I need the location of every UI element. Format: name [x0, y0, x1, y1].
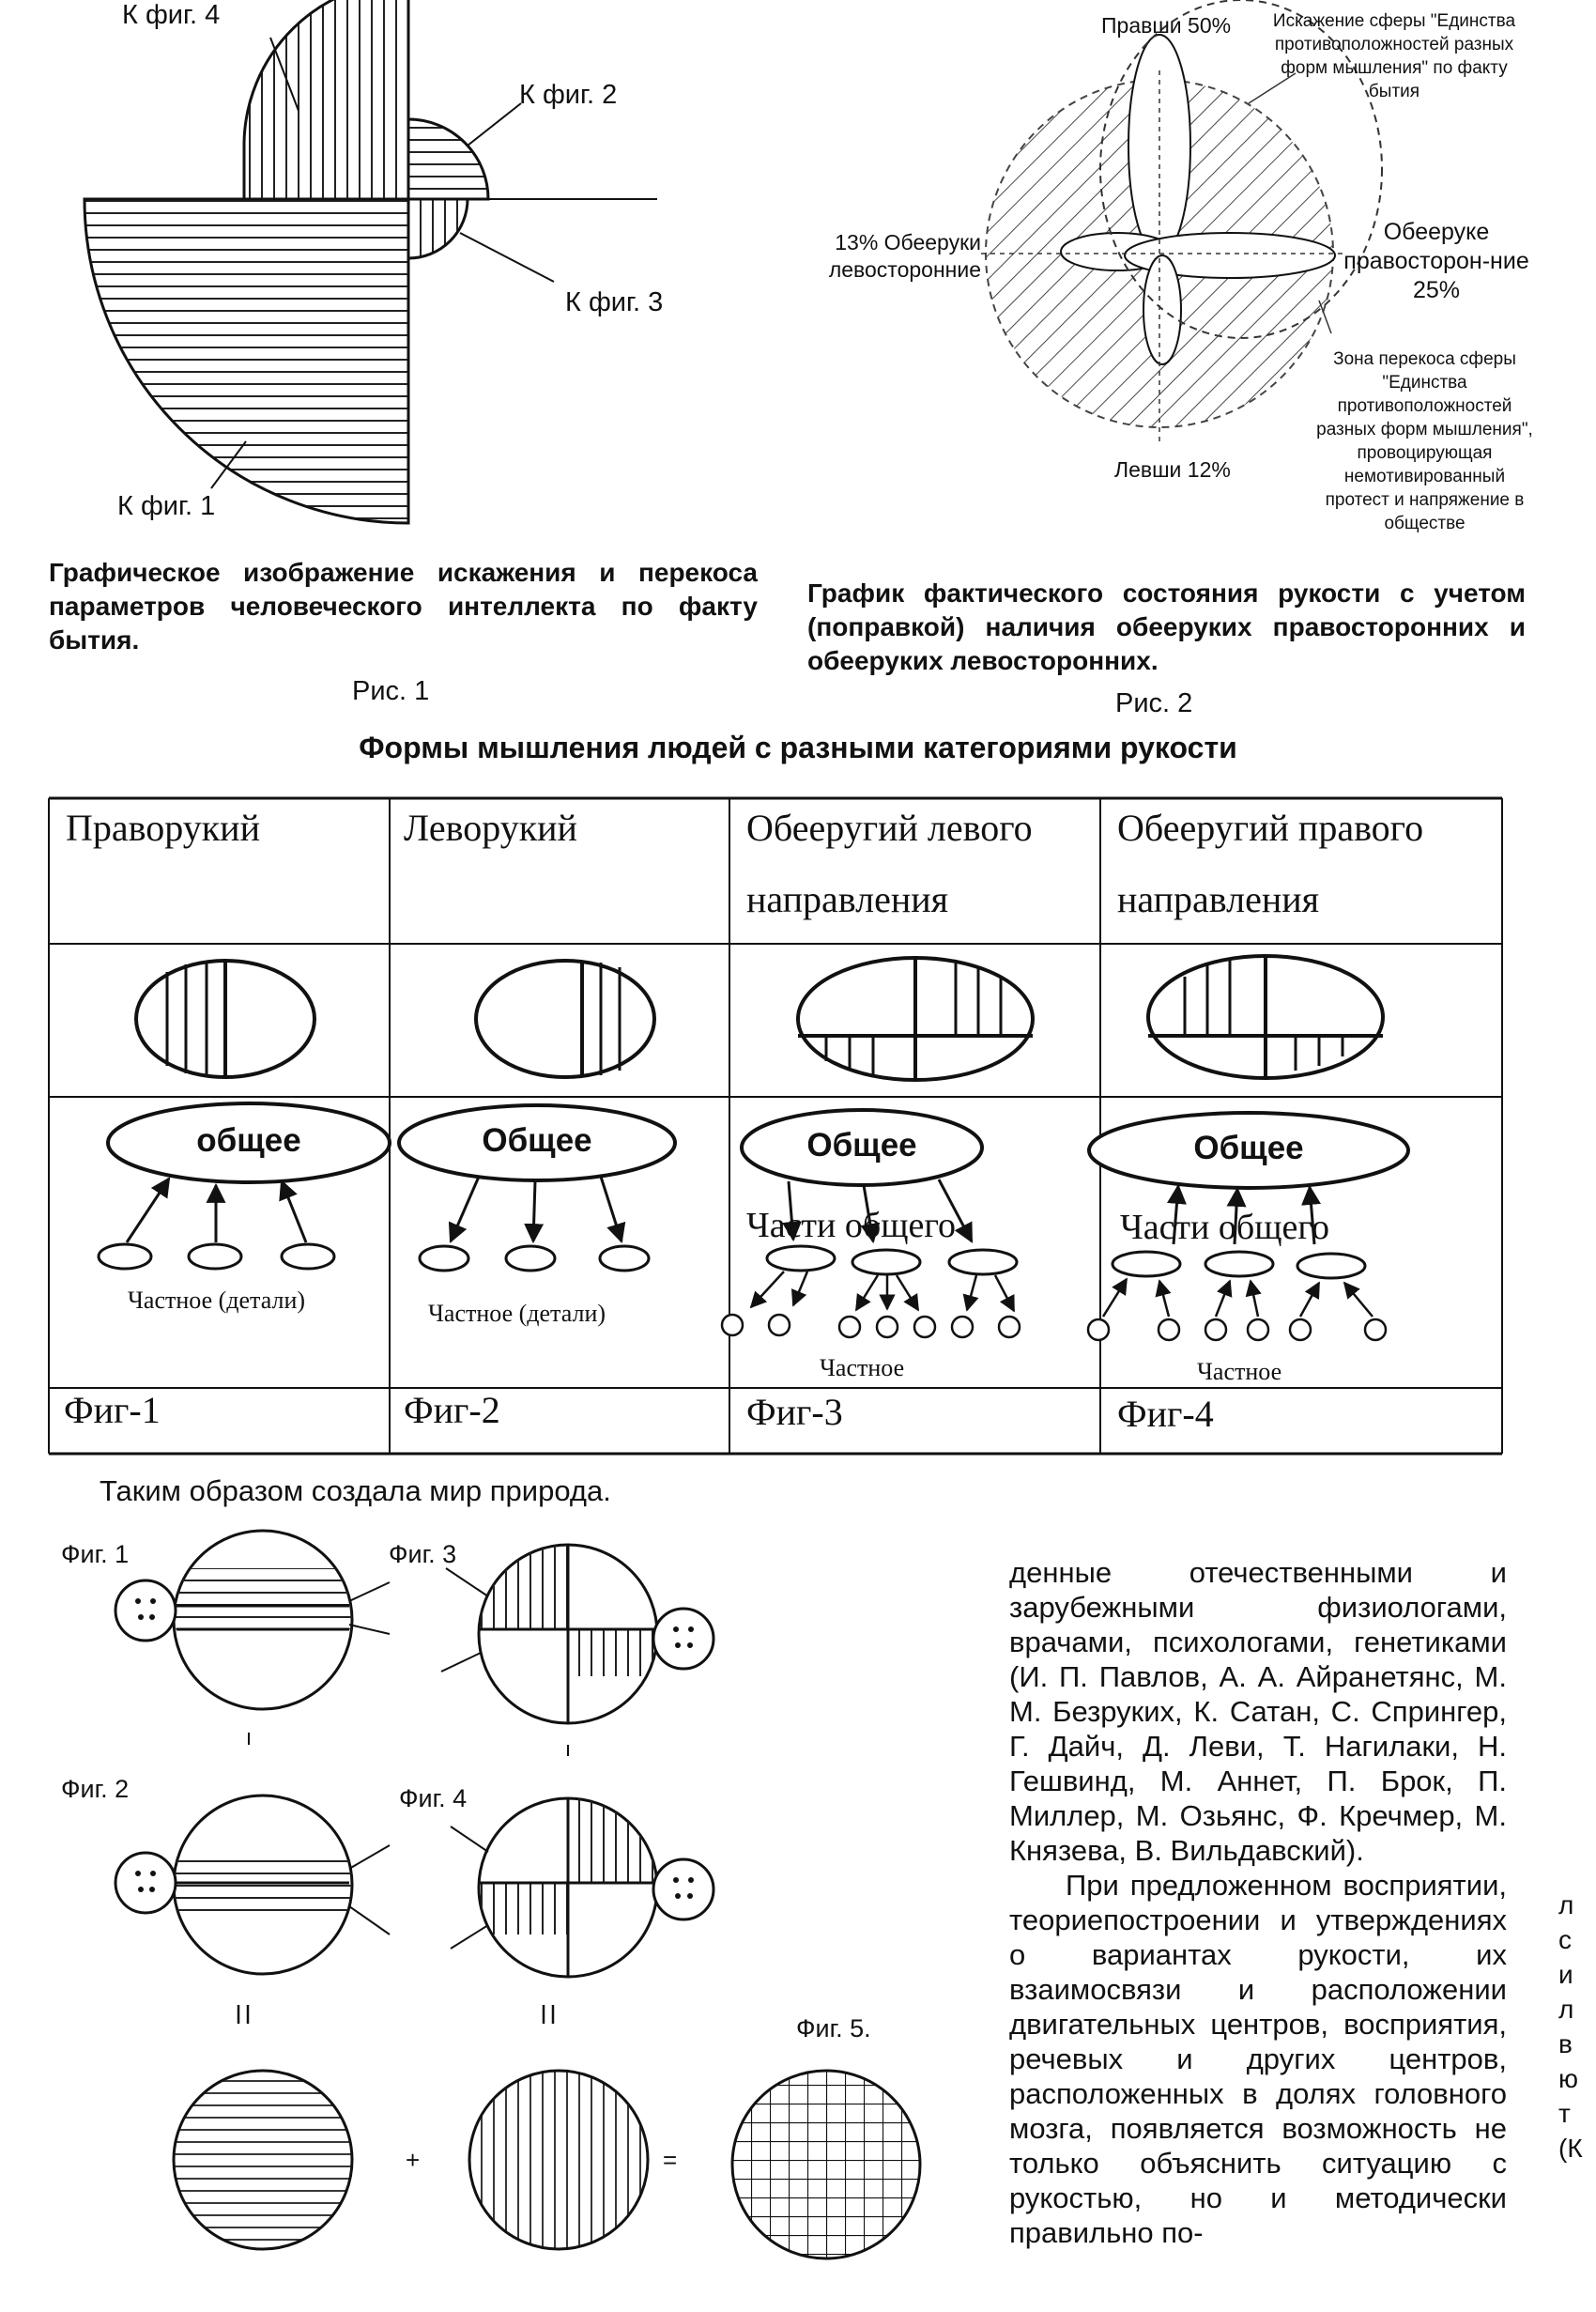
- thus-text: Таким образом создала мир природа.: [100, 1474, 611, 1508]
- fig-label-2: Фиг-2: [404, 1388, 500, 1432]
- quadrant-fig4: [244, 0, 408, 199]
- fig2-zone-note: Зона перекоса сферы "Единства противопол…: [1314, 347, 1535, 535]
- header-ambi-left: Обееругий левого направления: [746, 793, 1108, 935]
- fig2-right-handed: Правши 50%: [1101, 13, 1231, 39]
- general-label-4: Общее: [1178, 1130, 1319, 1167]
- header-right-handed: Праворукий: [66, 793, 385, 864]
- general-label-1: общее: [178, 1122, 319, 1160]
- fig1-label-fig2: К фиг. 2: [519, 80, 617, 111]
- plus-sign: +: [406, 2146, 420, 2175]
- small-fig5-label: Фиг. 5.: [796, 2014, 871, 2043]
- fig2-left-handed: Левши 12%: [1114, 457, 1231, 483]
- particular-details-1: Частное (детали): [128, 1287, 305, 1315]
- header-left-handed: Леворукий: [404, 793, 723, 864]
- fig1-caption: Графическое изображение искажения и пере…: [49, 556, 758, 657]
- equals-sign: =: [663, 2146, 677, 2175]
- table-title: Формы мышления людей с разными категория…: [0, 731, 1596, 765]
- small-fig2-label: Фиг. 2: [61, 1775, 129, 1804]
- fig1-label-fig4: К фиг. 4: [122, 0, 220, 31]
- fig2-caption: График фактического состояния рукости с …: [807, 577, 1526, 678]
- fig-label-4: Фиг-4: [1117, 1392, 1214, 1436]
- particular-details-2: Частное (детали): [428, 1300, 606, 1328]
- fig-label-3: Фиг-3: [746, 1390, 843, 1434]
- fig1-label-fig1: К фиг. 1: [117, 491, 215, 522]
- adjacent-page-fragment: л с и л в ю т (К: [1558, 1888, 1596, 2166]
- particular-3: Частное: [820, 1354, 904, 1382]
- quadrant-fig2: [408, 119, 488, 199]
- fig2-ambi-left: 13% Обееруки левосторонние: [812, 229, 981, 284]
- body-paragraph-1: денные отечественными и зарубежными физи…: [1009, 1555, 1507, 1868]
- header-ambi-right: Обееругий правого направления: [1117, 793, 1497, 935]
- small-fig4-label: Фиг. 4: [399, 1784, 467, 1813]
- particular-4: Частное: [1197, 1358, 1281, 1386]
- parts-label-3: Части общего: [746, 1205, 956, 1246]
- fig1-diagram: [84, 0, 657, 523]
- small-fig1-label: Фиг. 1: [61, 1540, 129, 1569]
- fig1-label-fig3: К фиг. 3: [565, 287, 663, 318]
- fig1-number: Рис. 1: [352, 676, 429, 707]
- general-label-3: Общее: [791, 1127, 932, 1164]
- quadrant-fig1: [84, 199, 408, 523]
- fig-label-1: Фиг-1: [64, 1388, 161, 1432]
- body-text-column: денные отечественными и зарубежными физи…: [1009, 1555, 1507, 2250]
- fig2-distortion-note: Искажение сферы "Единства противоположно…: [1258, 9, 1530, 103]
- body-paragraph-2: При предложенном восприятии, теориепостр…: [1009, 1868, 1507, 2250]
- parts-label-4: Части общего: [1120, 1207, 1329, 1248]
- oval-left-handed: [476, 961, 654, 1077]
- general-label-2: Общее: [467, 1122, 607, 1160]
- small-fig3-label: Фиг. 3: [389, 1540, 456, 1569]
- small-figures: [115, 1531, 920, 2258]
- fig2-ambi-right: Обееруке правосторон-ние 25%: [1343, 218, 1530, 305]
- fig2-number: Рис. 2: [1115, 688, 1192, 719]
- quadrant-fig3: [408, 199, 468, 258]
